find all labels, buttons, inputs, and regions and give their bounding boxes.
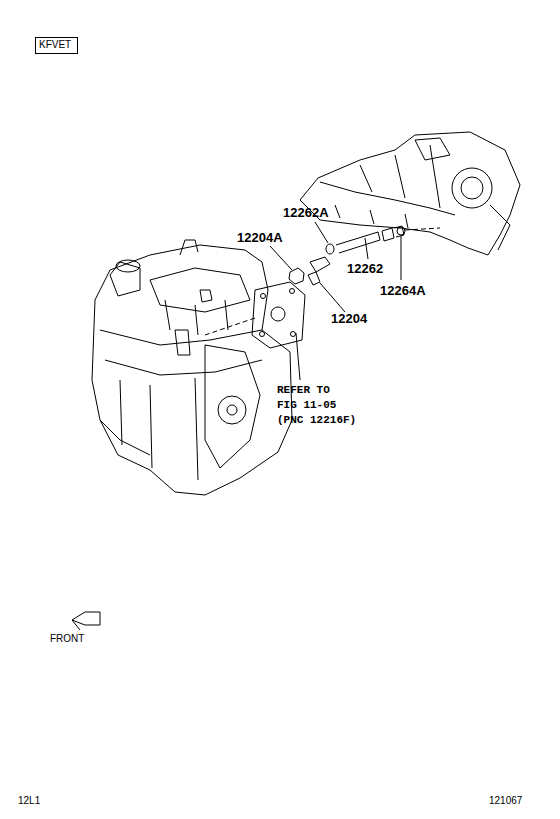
- reference-note: REFER TO: [277, 384, 330, 396]
- engine-block: [92, 240, 292, 495]
- callout-number: 12262A: [283, 206, 329, 220]
- callout-number: 12262: [347, 262, 383, 276]
- page-code: 12L1: [18, 795, 40, 806]
- washer: [326, 244, 334, 254]
- reference-note: (PNC 12216F): [277, 414, 356, 426]
- nut: [289, 268, 304, 284]
- callout-number: 12264A: [380, 284, 426, 298]
- direction-label: FRONT: [50, 633, 84, 644]
- hose: [336, 232, 380, 253]
- callout-number: 12204A: [237, 231, 283, 245]
- reference-note: FIG 11-05: [277, 399, 336, 411]
- figure-number: 121067: [489, 795, 522, 806]
- engine-code: KFVET: [36, 38, 77, 51]
- clamp-ring: [397, 227, 405, 235]
- callout-number: 12204: [331, 312, 367, 326]
- dash-line: [205, 318, 255, 335]
- dash-line: [405, 228, 440, 230]
- engine-code-box: KFVET: [35, 37, 78, 54]
- union-fitting: [308, 257, 330, 285]
- intake-manifold: [300, 132, 520, 255]
- cover-plate: [252, 282, 305, 348]
- front-arrow: [72, 612, 100, 630]
- leader-lines: [270, 222, 401, 380]
